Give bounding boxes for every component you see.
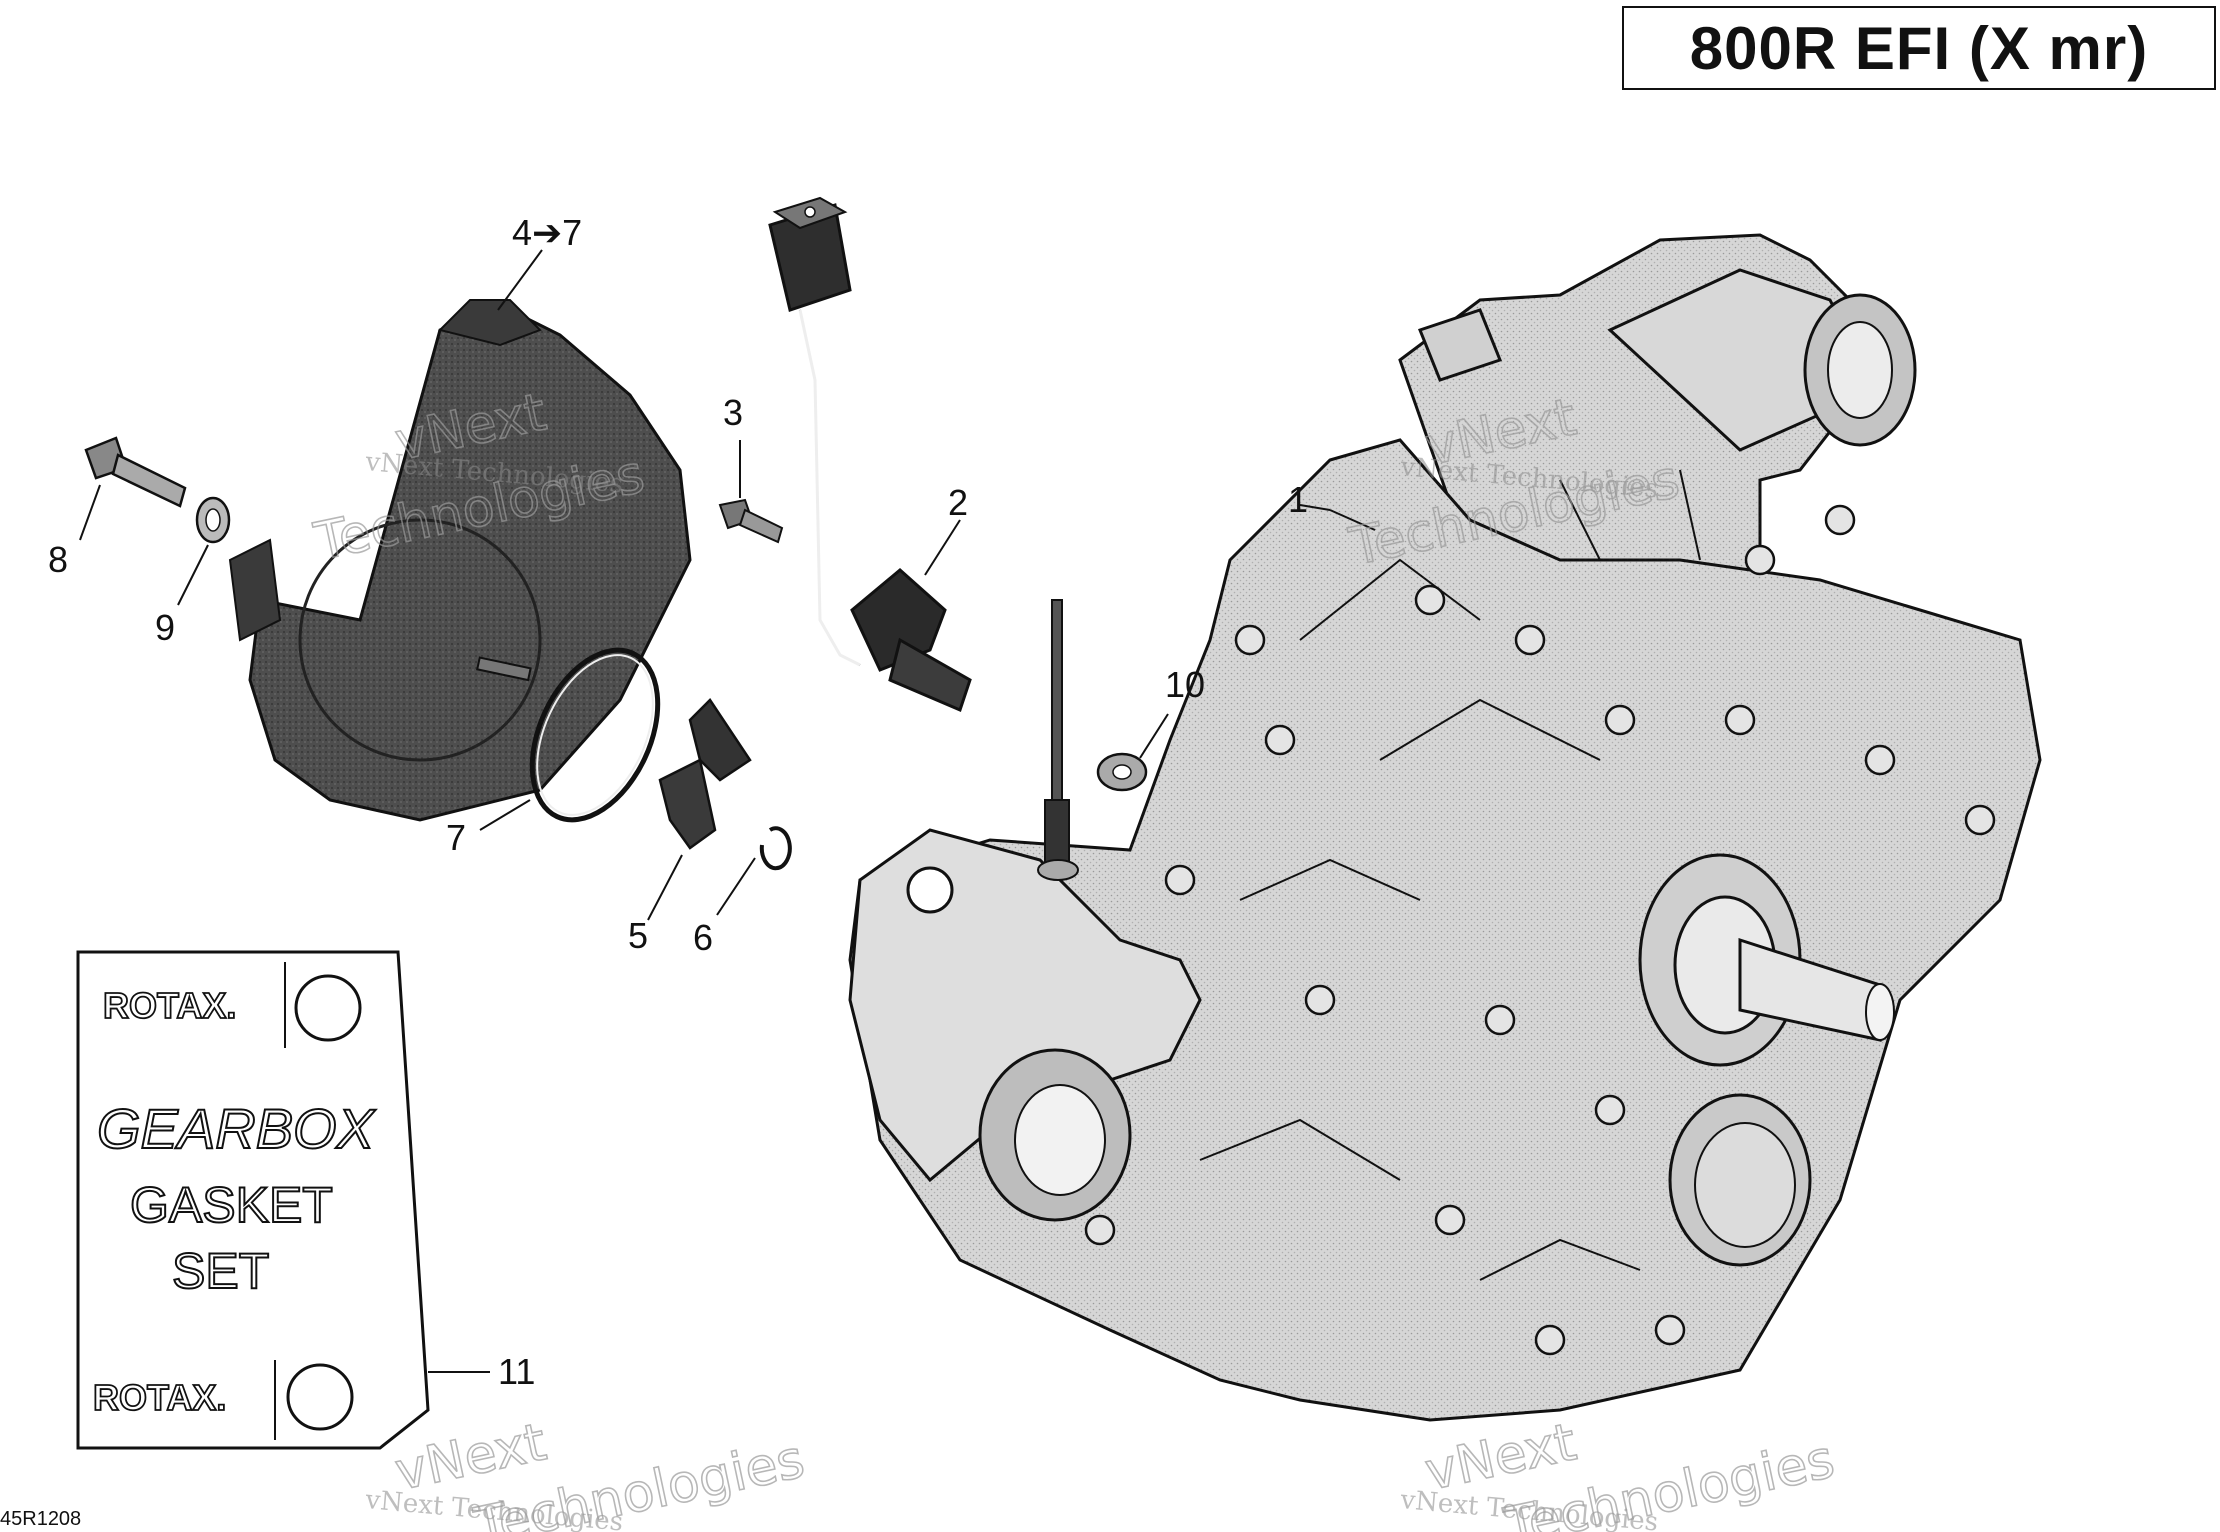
callout-2: 2 bbox=[948, 482, 968, 523]
model-title-box: 800R EFI (X mr) bbox=[1622, 6, 2216, 90]
screw-3 bbox=[718, 498, 784, 544]
gasket-kit-11: ROTAX. GEARBOX GASKET SET ROTAX. bbox=[76, 950, 430, 1450]
callout-8: 8 bbox=[48, 539, 68, 580]
drawing-code: 45R1208 bbox=[0, 1508, 82, 1530]
circlip-6 bbox=[759, 826, 792, 871]
callout-5: 5 bbox=[628, 915, 648, 956]
callout-11: 11 bbox=[498, 1351, 535, 1392]
callout-9: 9 bbox=[155, 607, 175, 648]
kit-brand-bottom: ROTAX. bbox=[93, 1377, 226, 1418]
bolt-8 bbox=[84, 436, 187, 508]
callout-1: 1 bbox=[1288, 479, 1308, 520]
gearbox-side-cover bbox=[228, 299, 692, 822]
kit-line-gasket: GASKET bbox=[130, 1177, 333, 1233]
lever-5 bbox=[658, 698, 752, 850]
brp-logo-bottom bbox=[286, 1363, 354, 1431]
callout-labels: 1 2 3 4➔7 5 6 7 8 9 10 11 bbox=[48, 212, 1308, 1392]
nut-10 bbox=[1096, 752, 1148, 792]
o-ring-7 bbox=[529, 647, 661, 823]
callout-4-7: 4➔7 bbox=[512, 212, 582, 253]
callout-6: 6 bbox=[693, 917, 713, 958]
brp-logo-top bbox=[294, 974, 362, 1042]
callout-10: 10 bbox=[1165, 664, 1205, 705]
gearbox-housing bbox=[848, 233, 2042, 1422]
callout-7: 7 bbox=[446, 817, 466, 858]
speed-sensor bbox=[768, 196, 972, 713]
washer-9 bbox=[195, 496, 231, 544]
kit-brand-top: ROTAX. bbox=[103, 985, 236, 1026]
kit-line-set: SET bbox=[172, 1243, 269, 1299]
callout-3: 3 bbox=[723, 392, 743, 433]
model-title: 800R EFI (X mr) bbox=[1689, 14, 2149, 82]
kit-line-gearbox: GEARBOX bbox=[97, 1097, 377, 1160]
leader-lines bbox=[79, 249, 1376, 1373]
